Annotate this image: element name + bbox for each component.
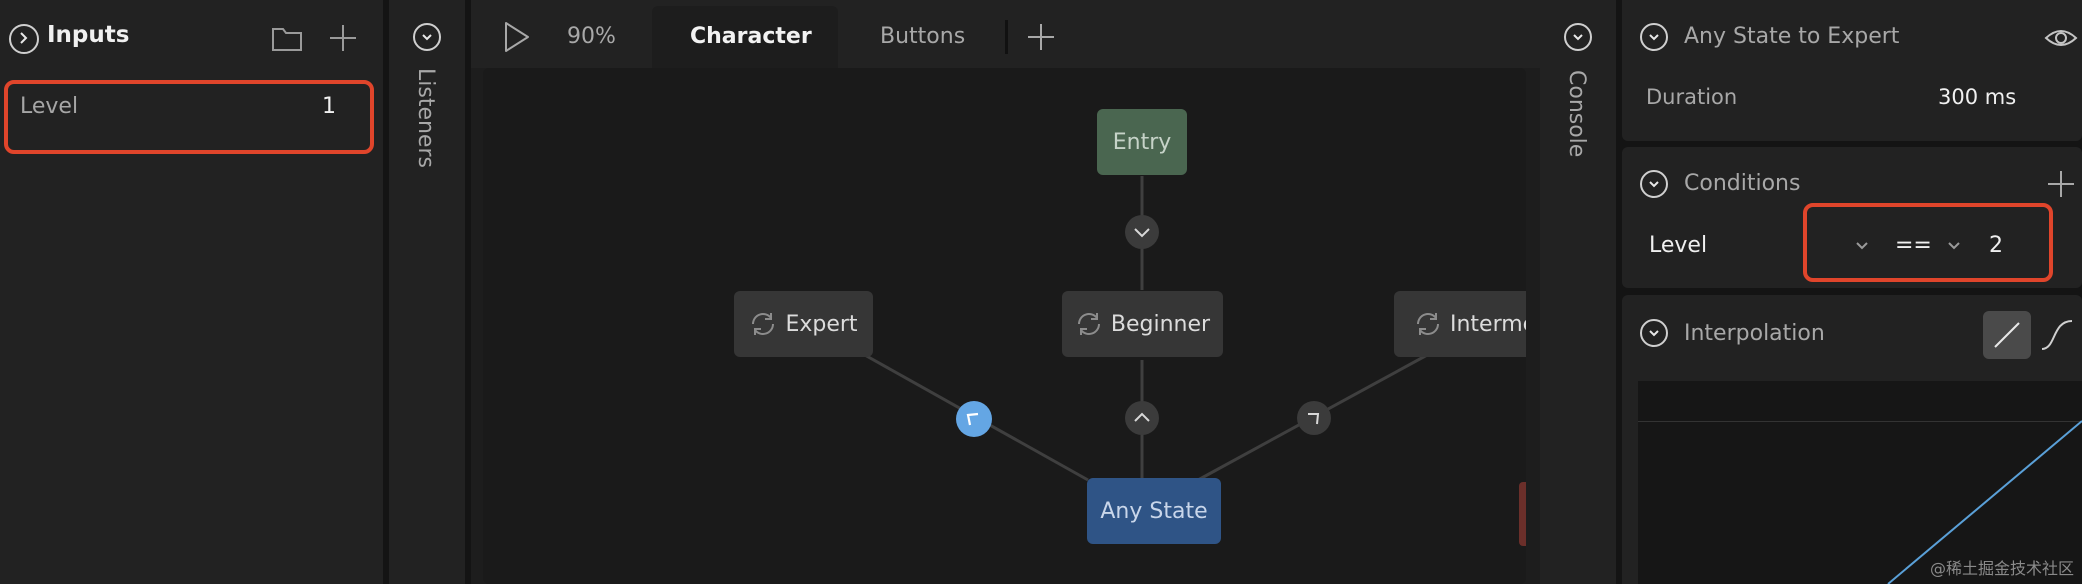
listeners-panel: Listeners <box>389 0 465 584</box>
transition-any-to-expert-selected[interactable] <box>956 401 992 437</box>
node-intermediate-label: Intermed <box>1450 311 1526 337</box>
loop-icon <box>752 313 775 335</box>
node-beginner[interactable]: Beginner <box>1062 291 1223 357</box>
interpolation-collapse-chevron-icon[interactable] <box>1640 319 1668 347</box>
watermark: @稀土掘金技术社区 <box>1930 559 2075 578</box>
transition-collapse-chevron-icon[interactable] <box>1640 23 1668 51</box>
inputs-panel: Inputs Level 1 <box>0 0 383 584</box>
play-icon[interactable] <box>501 20 533 54</box>
offscreen-node-edge <box>1519 482 1526 546</box>
input-row-name[interactable]: Level <box>20 94 79 119</box>
transition-entry-to-beginner[interactable] <box>1125 215 1159 249</box>
node-entry[interactable]: Entry <box>1097 109 1187 175</box>
interp-linear-button[interactable] <box>1983 311 2031 359</box>
tab-character-label: Character <box>690 24 812 49</box>
transition-lines <box>862 176 1430 508</box>
zoom-level[interactable]: 90% <box>567 24 616 49</box>
tab-character[interactable]: Character <box>652 6 838 68</box>
operator-dropdown-chevron-icon[interactable] <box>1947 241 1961 251</box>
node-intermediate[interactable]: Intermed <box>1394 291 1526 357</box>
chevron-down-icon <box>1134 228 1150 238</box>
node-any-state[interactable]: Any State <box>1087 478 1221 544</box>
folder-icon[interactable] <box>270 23 304 53</box>
expand-chevron-icon[interactable] <box>9 24 39 54</box>
linear-curve <box>1887 420 2082 584</box>
conditions-title: Conditions <box>1684 171 1801 196</box>
conditions-section: Conditions Level == 2 <box>1622 147 2082 288</box>
tab-divider <box>1005 20 1008 54</box>
node-expert[interactable]: Expert <box>734 291 873 357</box>
condition-input-name[interactable]: Level <box>1649 233 1708 258</box>
transition-section: Any State to Expert Duration 300 ms <box>1622 0 2082 141</box>
listeners-toggle-chevron-icon[interactable] <box>413 23 441 51</box>
console-panel: Console <box>1540 0 1616 584</box>
duration-label: Duration <box>1646 85 1738 109</box>
arrow-up-left-icon <box>966 412 979 426</box>
interpolation-graph[interactable] <box>1638 381 2082 584</box>
inspector-panel: Any State to Expert Duration 300 ms Cond… <box>1622 0 2082 584</box>
listeners-label[interactable]: Listeners <box>413 68 438 168</box>
tab-buttons[interactable]: Buttons <box>880 24 966 49</box>
condition-value[interactable]: 2 <box>1989 233 2003 258</box>
arrow-up-right-icon <box>1308 413 1320 425</box>
transition-any-to-beginner[interactable] <box>1125 401 1159 435</box>
console-label[interactable]: Console <box>1564 70 1589 158</box>
loop-icon <box>1077 313 1100 335</box>
eye-icon[interactable] <box>2044 26 2078 50</box>
graph-top-line <box>1638 421 2082 422</box>
conditions-collapse-chevron-icon[interactable] <box>1640 170 1668 198</box>
console-toggle-chevron-icon[interactable] <box>1564 23 1592 51</box>
condition-highlight <box>1803 203 2053 282</box>
state-graph-canvas[interactable]: Entry Expert Beginner Intermed <box>483 68 1526 584</box>
add-input-plus-icon[interactable] <box>328 23 358 53</box>
ease-curve-icon[interactable] <box>2038 315 2078 355</box>
input-row-value[interactable]: 1 <box>322 94 336 119</box>
transition-any-to-intermediate[interactable] <box>1297 401 1331 435</box>
inputs-title: Inputs <box>47 22 130 48</box>
node-expert-label: Expert <box>785 311 858 337</box>
input-dropdown-chevron-icon[interactable] <box>1855 241 1869 251</box>
loop-icon <box>1417 313 1439 335</box>
input-row-highlight <box>4 80 374 154</box>
interpolation-section: Interpolation <box>1622 295 2082 584</box>
interpolation-title: Interpolation <box>1684 321 1825 346</box>
graph-panel: 90% Character Buttons Entry Expert <box>471 0 1540 584</box>
linear-curve-icon <box>1994 322 2020 348</box>
transition-title: Any State to Expert <box>1684 24 1900 49</box>
toolbar: 90% Character Buttons <box>471 0 1540 68</box>
chevron-up-icon <box>1134 412 1150 422</box>
add-tab-plus-icon[interactable] <box>1026 22 1056 52</box>
duration-value[interactable]: 300 ms <box>1938 85 2017 109</box>
node-beginner-label: Beginner <box>1110 311 1211 337</box>
condition-operator[interactable]: == <box>1895 233 1932 258</box>
add-condition-plus-icon[interactable] <box>2046 169 2076 199</box>
